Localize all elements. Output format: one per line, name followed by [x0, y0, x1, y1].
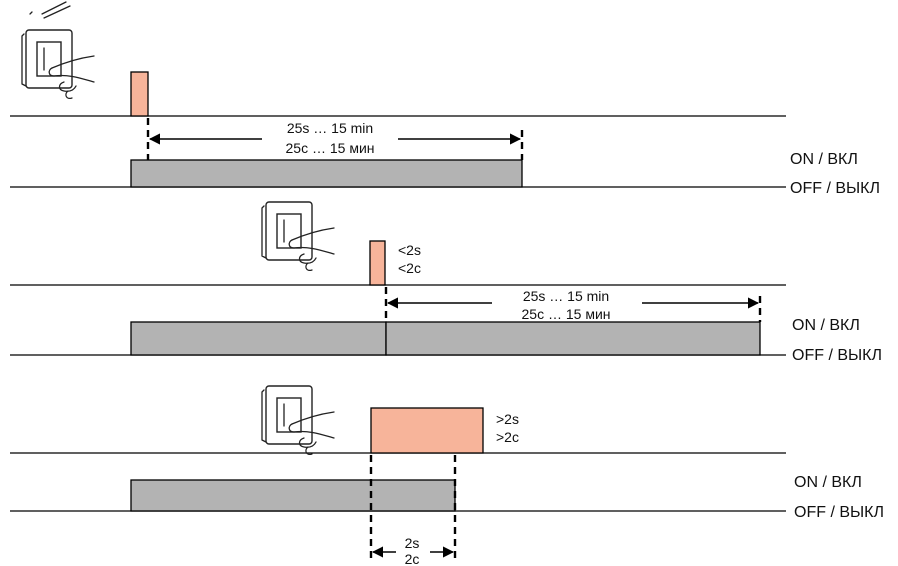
s3-press-label-ru: >2с: [496, 429, 519, 445]
hand-pressing-switch-icon: [261, 201, 335, 272]
scenario-3: >2s >2с 2s 2c ON / ВКЛ OFF / ВЫКЛ: [10, 385, 884, 566]
scenario-2: <2s <2с 25s … 15 min 25с … 15 мин ON / В…: [10, 201, 882, 364]
hand-pressing-switch-icon: [261, 385, 335, 456]
hand-pressing-switch-icon: [21, 29, 95, 100]
s3-delay-label-en: 2s: [405, 535, 420, 551]
s2-on-label: ON / ВКЛ: [792, 317, 860, 334]
s1-off-label: OFF / ВЫКЛ: [790, 180, 880, 197]
s2-output-on-bar-2: [385, 321, 761, 356]
s1-on-label: ON / ВКЛ: [790, 151, 858, 168]
s2-off-label: OFF / ВЫКЛ: [792, 347, 882, 364]
s1-timer-label-en: 25s … 15 min: [287, 120, 373, 136]
motion-lines-icon: [29, 1, 71, 19]
s1-timer-label-ru: 25с … 15 мин: [286, 140, 375, 156]
s3-on-label: ON / ВКЛ: [794, 474, 862, 491]
scenario-1: 25s … 15 min 25с … 15 мин ON / ВКЛ OFF /…: [10, 1, 880, 197]
s1-output-on-bar: [130, 159, 523, 188]
s3-press-label-en: >2s: [496, 411, 519, 427]
s1-press-pulse: [130, 71, 149, 117]
s3-delay-label-ru: 2c: [405, 551, 420, 566]
s3-off-label: OFF / ВЫКЛ: [794, 504, 884, 521]
s2-press-label-ru: <2с: [398, 260, 421, 276]
s2-press-label-en: <2s: [398, 242, 421, 258]
s2-timer-label-en: 25s … 15 min: [523, 288, 609, 304]
s2-press-pulse: [369, 240, 386, 286]
s3-output-on-bar: [130, 479, 456, 512]
s2-output-on-bar-1: [130, 321, 387, 356]
s2-timer-label-ru: 25с … 15 мин: [522, 306, 611, 322]
s3-press-pulse: [370, 407, 484, 454]
